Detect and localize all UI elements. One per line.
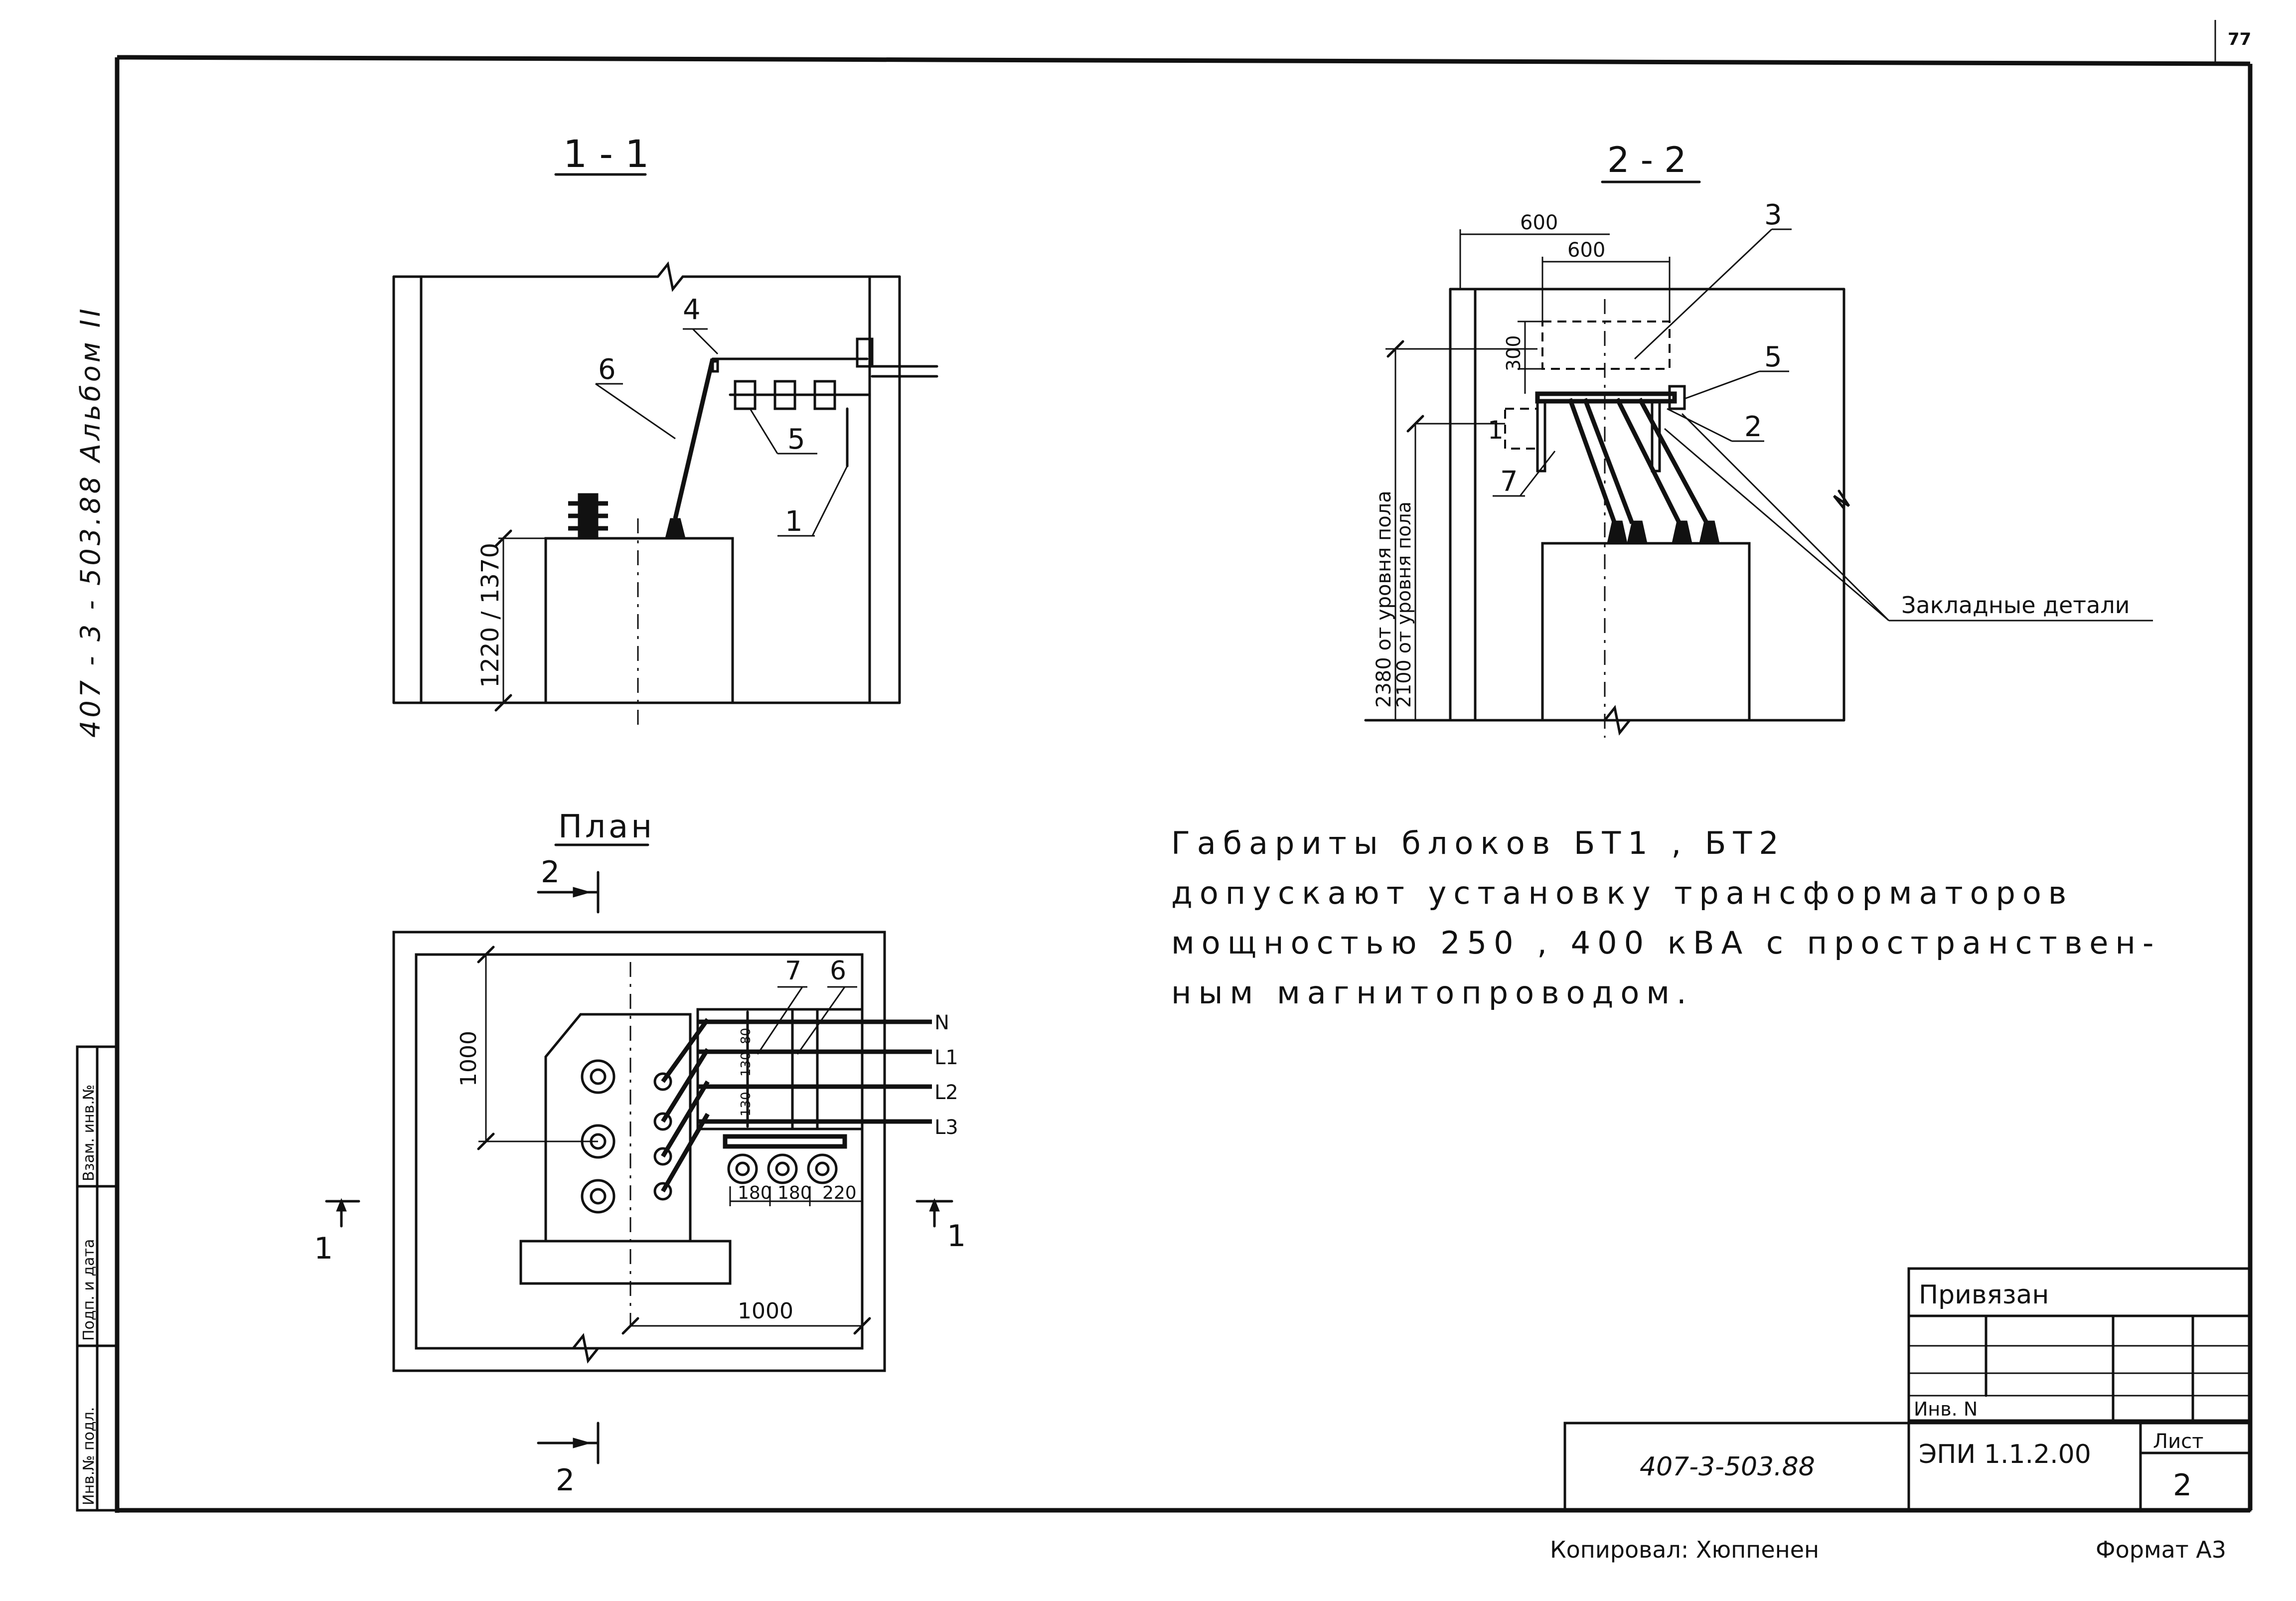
title-block-sheet-label: Лист xyxy=(2153,1430,2203,1453)
section-2-2-dim-2100: 2100 от уровня пола xyxy=(1393,501,1415,708)
section-2-2-callout-2: 2 xyxy=(1744,411,1762,443)
plan-section-mark-2-top: 2 xyxy=(541,855,560,890)
title-block-sheet-number: 2 xyxy=(2173,1468,2192,1503)
left-stamp-strip xyxy=(76,1045,119,1512)
title-block-bound-label: Привязан xyxy=(1919,1280,2049,1310)
section-2-2-callout-3: 3 xyxy=(1764,199,1782,231)
title-block-doc-code: 407-3-503.88 xyxy=(1640,1452,1815,1482)
plan-section-mark-1-left: 1 xyxy=(314,1231,333,1266)
section-2-2-dim-2380: 2380 от уровня пола xyxy=(1373,490,1395,708)
plan-bus-l3: L3 xyxy=(934,1116,958,1139)
plan-bus-n: N xyxy=(934,1011,949,1034)
section-2-2-dim-600-outer: 600 xyxy=(1520,211,1558,234)
plan-callout-7: 7 xyxy=(785,956,801,986)
section-2-2-callout-1: 1 xyxy=(1488,416,1504,445)
plan-dim-1000-horizontal: 1000 xyxy=(738,1298,793,1324)
note-line-3: мощностью 250 , 400 кВА с пространствен- xyxy=(1171,925,2161,961)
plan-dim-130-a: 130 xyxy=(739,1092,754,1117)
plan-dim-80: 80 xyxy=(739,1028,754,1044)
section-2-2 xyxy=(1364,180,2153,738)
section-1-1-height-dim: 1220 / 1370 xyxy=(476,543,504,688)
title-block-inv-label: Инв. N xyxy=(1914,1398,1978,1420)
section-1-1-callout-1: 1 xyxy=(785,505,803,538)
section-1-1-callout-4: 4 xyxy=(683,294,701,326)
plan-title: План xyxy=(558,808,655,845)
note-line-2: допускают установку трансформаторов xyxy=(1171,875,2074,911)
plan-callout-6: 6 xyxy=(830,956,846,986)
section-1-1-title: 1 - 1 xyxy=(563,132,649,176)
note-line-4: ным магнитопроводом. xyxy=(1171,974,1693,1011)
plan-dim-1000-vertical: 1000 xyxy=(456,1031,481,1087)
section-1-1-callout-5: 5 xyxy=(787,423,805,456)
plan-bus-l2: L2 xyxy=(934,1081,958,1104)
plan-section-mark-2-bottom: 2 xyxy=(556,1463,575,1498)
section-2-2-title: 2 - 2 xyxy=(1607,140,1686,180)
strip-cell-inv-original: Инв.№ подл. xyxy=(80,1407,98,1505)
section-1-1-callout-6: 6 xyxy=(598,353,616,386)
plan-dim-130-b: 130 xyxy=(739,1052,754,1077)
page-number: 77 xyxy=(2228,29,2251,49)
section-2-2-embedded-parts-label: Закладные детали xyxy=(1901,592,2130,619)
side-album-label: 407 - 3 - 503.88 Альбом II xyxy=(75,306,106,738)
plan-dim-180-b: 180 xyxy=(777,1183,812,1203)
section-2-2-dim-600-inner: 600 xyxy=(1567,239,1605,262)
strip-cell-replace-inv: Взам. инв.№ xyxy=(80,1085,98,1181)
plan-dim-220: 220 xyxy=(822,1183,857,1203)
plan-bus-l1: L1 xyxy=(934,1046,958,1069)
footer-format: Формат А3 xyxy=(2096,1536,2226,1563)
plan-dim-180-a: 180 xyxy=(738,1183,772,1203)
section-2-2-dim-300: 300 xyxy=(1503,335,1525,371)
plan-section-mark-1-right: 1 xyxy=(947,1219,966,1254)
section-1-1 xyxy=(392,173,938,728)
footer-copied-by: Копировал: Хюппенен xyxy=(1550,1536,1819,1563)
section-2-2-callout-5: 5 xyxy=(1764,341,1782,373)
strip-cell-sign-date: Подп. и дата xyxy=(80,1239,98,1341)
section-2-2-callout-7: 7 xyxy=(1500,466,1518,498)
note-line-1: Габариты блоков БТ1 , БТ2 xyxy=(1171,825,1786,861)
plan-view xyxy=(325,843,953,1464)
title-block xyxy=(1563,1267,2252,1512)
title-block-sheet-code: ЭПИ 1.1.2.00 xyxy=(1919,1440,2091,1469)
